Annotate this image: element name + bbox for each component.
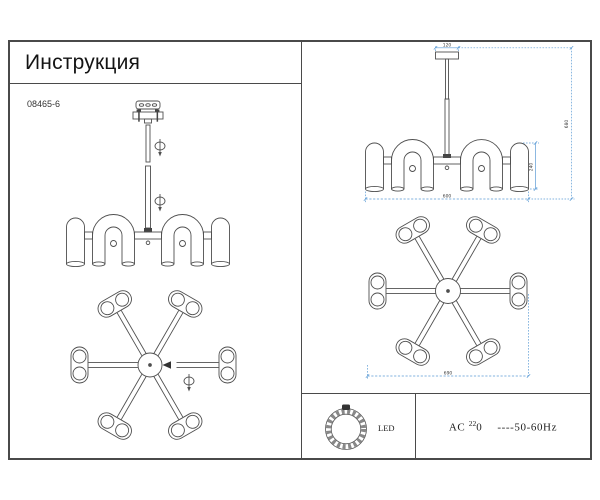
left-panel: Инструкция 08465-6 [10,42,302,458]
screw-icon [183,374,195,392]
insert-arrow-icon [162,361,171,369]
dimension-diagram: 120 680 240 600 690 [363,43,575,379]
power-rating: AC 220 ----50-60Hz [449,419,557,434]
right-panel: 120 680 240 600 690 LED [302,42,590,458]
power-frequency: ----50-60Hz [497,421,558,434]
dimension-lines [363,45,575,379]
power-voltage-sup: 22 [468,418,477,428]
power-ac: AC [448,421,466,434]
down-rod-upper [145,124,151,163]
led-cell: LED [302,394,416,458]
title-row: Инструкция [10,42,301,84]
dim-label-canopy-width: 120 [443,43,452,49]
dim-label-top-view-width: 690 [444,371,453,377]
model-number: 08465-6 [27,99,61,109]
led-label: LED [378,423,395,433]
detached-arm [176,346,237,384]
assembly-diagram [66,100,237,440]
power-voltage-rest: 0 [476,421,483,434]
ceiling-mount [132,100,164,124]
dim-label-overall-height: 680 [564,120,570,129]
power-cell: AC 220 ----50-60Hz [416,394,590,458]
chandelier-side-view [66,214,230,268]
spec-row: LED AC 220 ----50-60Hz [302,393,590,458]
dimensioned-side-view [365,51,529,193]
chandelier-top-view [70,290,237,440]
dim-label-body-width: 600 [443,194,452,200]
dim-label-shade-height: 240 [529,163,535,172]
dimensioned-top-view [368,216,528,366]
down-rod-lower [145,165,151,229]
page-title: Инструкция [25,50,141,74]
led-ring-icon [325,404,367,450]
rod-hub-joint [144,228,152,233]
screw-icon [154,194,166,212]
sheet-border: Инструкция 08465-6 [8,40,592,460]
screw-icon [154,139,166,157]
